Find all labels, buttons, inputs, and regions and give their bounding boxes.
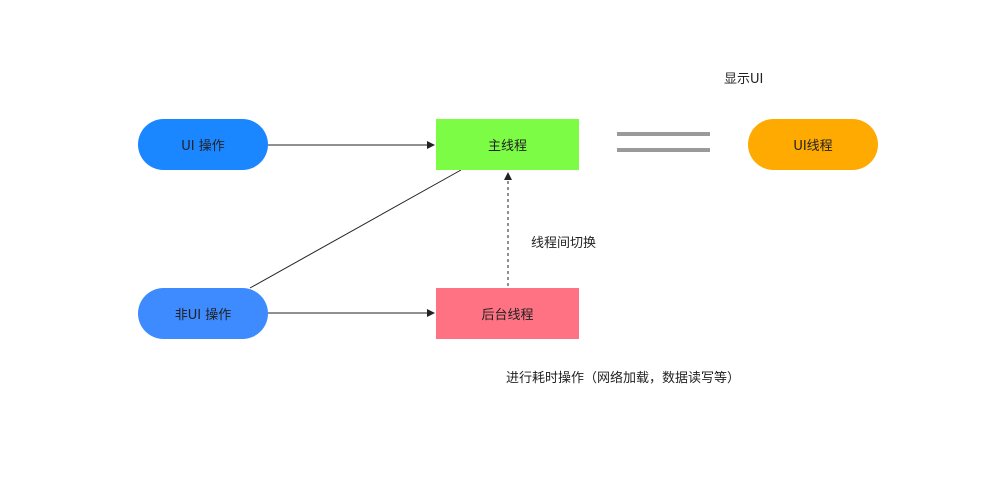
time-consuming-label: 进行耗时操作（网络加载，数据读写等） <box>506 371 741 386</box>
thread-switch-label: 线程间切换 <box>531 236 597 251</box>
main-thread-node: 主线程 <box>436 119 579 170</box>
ui-thread-node: UI线程 <box>748 119 878 170</box>
non-ui-op-node: 非UI 操作 <box>138 288 268 339</box>
ui-op-label: UI 操作 <box>181 139 225 154</box>
non-ui-op-label: 非UI 操作 <box>174 308 232 323</box>
bg-thread-node: 后台线程 <box>436 288 579 339</box>
line-non-ui-op-to-main-thread <box>249 169 462 289</box>
show-ui-label: 显示UI <box>724 72 764 87</box>
ui-thread-label: UI线程 <box>793 139 833 154</box>
bg-thread-label: 后台线程 <box>481 308 534 323</box>
main-thread-label: 主线程 <box>487 139 527 154</box>
ui-op-node: UI 操作 <box>138 119 268 170</box>
